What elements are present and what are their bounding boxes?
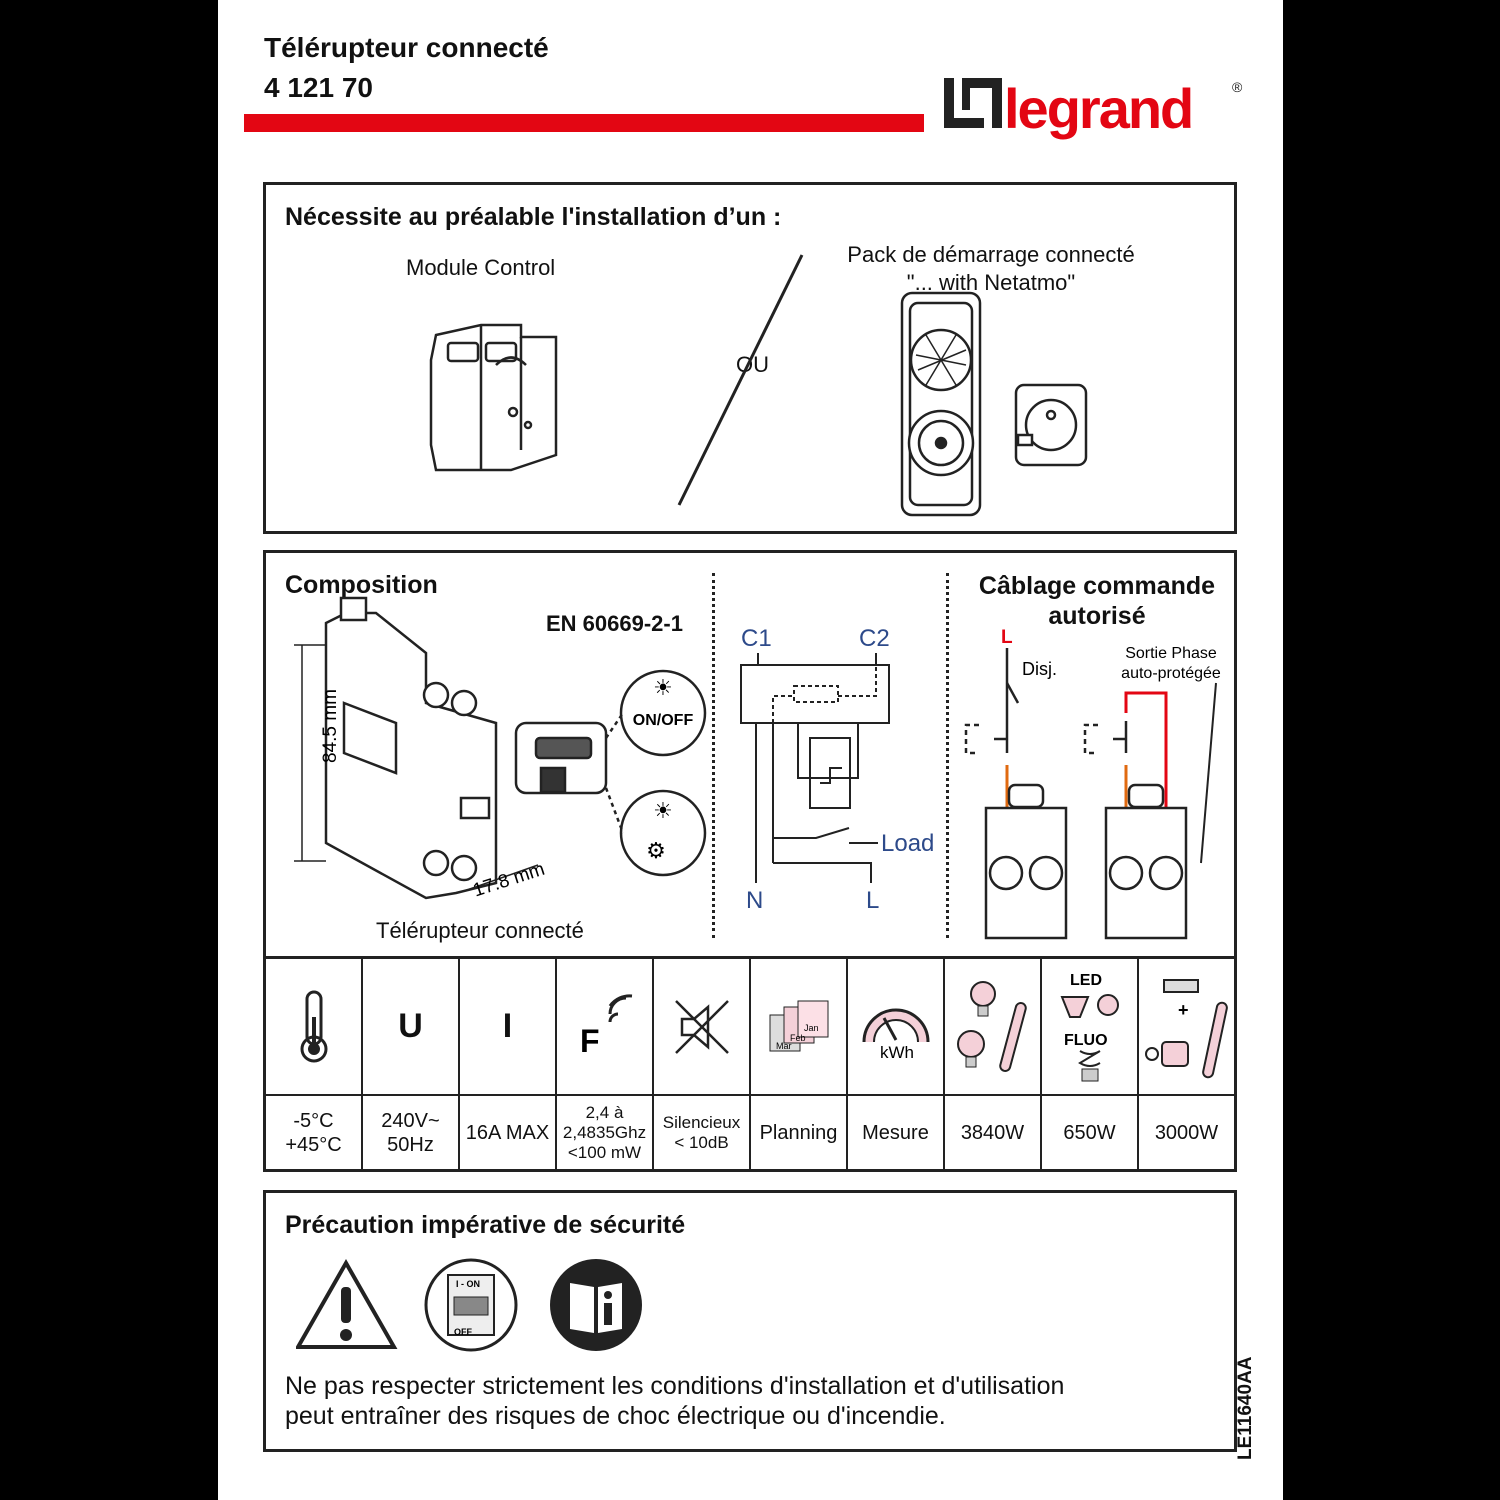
thermometer-icon: [266, 959, 363, 1094]
warning-triangle-icon: [296, 1258, 398, 1349]
frequency-icon: F: [557, 959, 654, 1094]
mesure-value: Mesure: [848, 1096, 945, 1169]
svg-text:C2: C2: [859, 625, 890, 652]
led-power: 650W: [1042, 1096, 1139, 1169]
product-title: Télérupteur connecté: [264, 32, 549, 63]
safety-box: Précaution impérative de sécurité I - ON…: [263, 1190, 1237, 1452]
composition-heading: Composition: [285, 571, 438, 599]
prerequisite-box: Nécessite au préalable l'installation d’…: [263, 182, 1237, 534]
safety-icons: I - ON OFF: [296, 1258, 642, 1352]
svg-text:FLUO: FLUO: [1064, 1032, 1108, 1049]
divider-dotted-2: [946, 573, 949, 938]
circuit-breaker-icon: I - ON OFF: [424, 1258, 518, 1352]
led-fluo-icon: LED FLUO: [1042, 959, 1139, 1094]
terminal-block-icon: [984, 783, 1188, 940]
svg-text:☀: ☀: [653, 676, 673, 701]
wiring-heading: Câblage commande autorisé: [978, 572, 1216, 630]
incandescent-power: 3840W: [945, 1096, 1042, 1169]
fluo-power: 3000W: [1154, 1121, 1219, 1144]
manual-info-icon: [550, 1259, 642, 1351]
divider-dotted-1: [712, 573, 715, 938]
red-header-bar: [244, 114, 924, 132]
module-control-icon: [429, 323, 558, 472]
instruction-sheet: Télérupteur connecté 4 121 70 legrand ® …: [218, 0, 1283, 1500]
svg-text:Disj.: Disj.: [1022, 659, 1057, 679]
netatmo-pack-icon: [900, 291, 1088, 517]
svg-text:LED: LED: [1070, 972, 1102, 989]
svg-text:⚙: ⚙: [646, 839, 666, 864]
svg-text:C1: C1: [741, 625, 772, 652]
module-control-label: Module Control: [406, 255, 556, 280]
svg-text:84.5 mm: 84.5 mm: [320, 689, 341, 763]
switch-device-icon: [324, 596, 498, 900]
svg-text:Feb: Feb: [790, 1033, 806, 1043]
spec-divider: [266, 956, 1234, 959]
svg-text:OFF: OFF: [454, 1327, 472, 1337]
composition-drawings: 84.5 mm 17.8 mm ON/OFF ☀ ☀ ⚙: [294, 596, 1221, 940]
voltage-symbol: U: [363, 959, 460, 1094]
product-reference: 4 121 70: [264, 72, 373, 103]
voltage-value: 240V~50Hz: [363, 1096, 460, 1169]
silent-icon: [654, 959, 751, 1094]
fluo-tube-icon: +: [1139, 959, 1234, 1094]
svg-text:Sortie Phase: Sortie Phase: [1125, 645, 1217, 662]
noise-value: Silencieux< 10dB: [654, 1096, 751, 1169]
svg-text:+: +: [1178, 1000, 1189, 1020]
legrand-logo: legrand ®: [940, 70, 1250, 150]
svg-text:ON/OFF: ON/OFF: [633, 712, 694, 729]
svg-text:L: L: [1001, 627, 1013, 648]
svg-text:Load: Load: [881, 830, 934, 857]
svg-text:☀: ☀: [653, 799, 673, 824]
brand-wordmark: legrand: [1004, 77, 1192, 140]
schematic-diagram: [740, 653, 890, 883]
current-value: 16A MAX: [460, 1096, 557, 1169]
bulb-icon: [945, 959, 1042, 1094]
temperature-range: -5°C+45°C: [266, 1096, 363, 1169]
starter-pack-label: Pack de démarrage connecté "... with Net…: [847, 242, 1135, 295]
safety-text: Ne pas respecter strictement les conditi…: [285, 1372, 1065, 1430]
svg-text:®: ®: [1232, 79, 1243, 95]
prerequisite-heading: Nécessite au préalable l'installation d’…: [285, 203, 782, 231]
current-symbol: I: [460, 959, 557, 1094]
kwh-meter-icon: kWh: [848, 959, 945, 1094]
svg-text:Mar: Mar: [776, 1041, 792, 1051]
standard-label: EN 60669-2-1: [546, 611, 683, 636]
svg-text:auto-protégée: auto-protégée: [1121, 665, 1221, 682]
prerequisite-drawings: [429, 254, 1088, 517]
composition-box: Composition EN 60669-2-1 Télérupteur con…: [263, 550, 1237, 1172]
svg-text:Jan: Jan: [804, 1023, 819, 1033]
planning-value: Planning: [751, 1096, 848, 1169]
document-code: LE11640AA: [1235, 1356, 1256, 1460]
svg-text:F: F: [580, 1023, 600, 1059]
svg-text:I - ON: I - ON: [456, 1279, 480, 1289]
safety-heading: Précaution impérative de sécurité: [285, 1211, 686, 1239]
svg-text:L: L: [866, 887, 879, 914]
svg-text:kWh: kWh: [880, 1043, 914, 1062]
svg-text:N: N: [746, 887, 763, 914]
composition-caption: Télérupteur connecté: [376, 918, 584, 943]
